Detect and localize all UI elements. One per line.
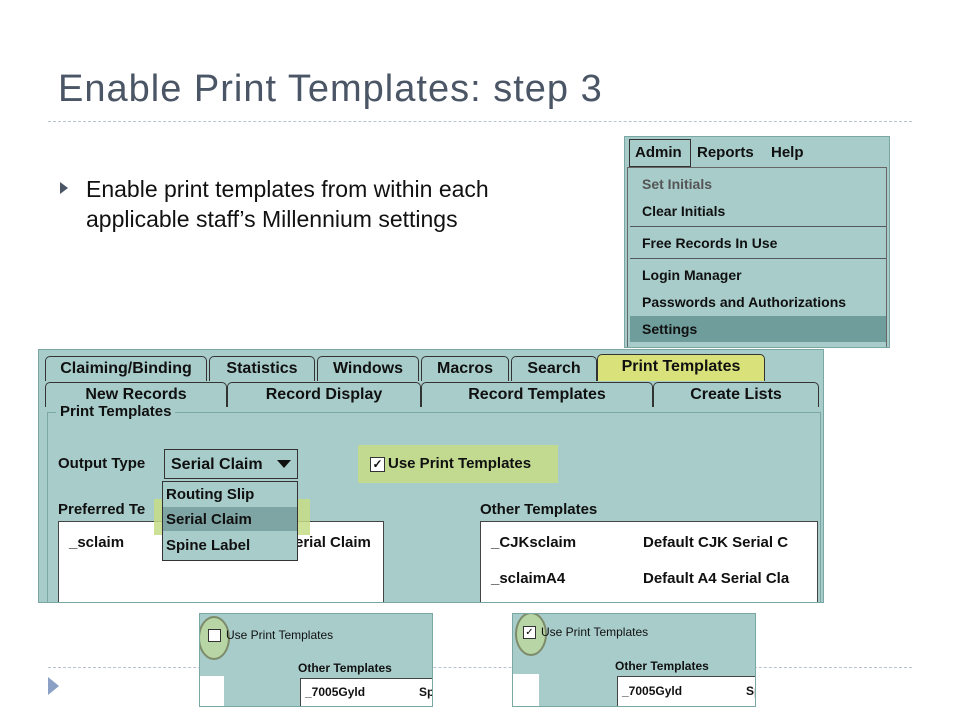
tab-statistics[interactable]: Statistics [209,356,315,381]
footer-divider [48,667,912,668]
option-serial-claim[interactable]: Serial Claim [163,507,297,531]
use-print-templates-checkbox[interactable]: ✓ [523,626,536,639]
output-type-options: Routing Slip Serial Claim Spine Label [162,481,298,561]
group-label: Print Templates [56,403,176,420]
option-spine-label[interactable]: Spine Label [163,533,297,557]
template-name[interactable]: _7005Gyld [305,685,366,699]
template-desc: Sp [746,684,755,698]
use-print-templates-checkbox[interactable] [208,629,221,642]
tab-search[interactable]: Search [511,356,597,381]
settings-panel-screenshot: Claiming/Binding Statistics Windows Macr… [38,349,824,603]
template-name[interactable]: _7005Gyld [622,684,683,698]
other-templates-list[interactable]: _7005Gyld Sp [300,678,433,706]
other-item-name[interactable]: _CJKsclaim [491,534,577,551]
preferred-item-desc: erial Claim [295,534,371,551]
other-templates-list[interactable]: _7005Gyld Sp [617,676,755,706]
cutout [513,674,539,706]
other-item-desc: Default CJK Serial C [643,534,789,551]
checkbox-highlight [358,445,558,483]
admin-menu-highlight [629,139,691,167]
tab-claiming-binding[interactable]: Claiming/Binding [45,356,207,381]
slide-arrow-icon [48,677,59,695]
menu-item-settings[interactable]: Settings [642,321,698,337]
title-divider [48,121,912,122]
preferred-templates-list[interactable]: _sclaim erial Claim [58,521,384,602]
menu-item-login-manager[interactable]: Login Manager [642,267,742,283]
menu-separator [630,258,886,259]
admin-dropdown: Set Initials Clear Initials Free Records… [627,167,887,347]
menu-separator [630,226,886,227]
template-desc: Sp [419,685,433,699]
checkbox-circle-highlight [200,616,230,660]
other-templates-label: Other Templates [615,659,709,673]
output-type-combo[interactable]: Serial Claim [164,449,298,479]
chevron-down-icon [277,460,291,468]
mini-screenshot-checked: ✓ Use Print Templates Other Templates _7… [512,613,756,707]
option-label: Spine Label [166,537,251,554]
tab-create-lists[interactable]: Create Lists [653,382,819,407]
use-print-templates-label: Use Print Templates [541,625,649,639]
menu-admin[interactable]: Admin [635,144,682,161]
checkbox-circle-highlight [515,614,547,656]
option-label: Serial Claim [166,511,252,528]
tab-macros[interactable]: Macros [421,356,509,381]
other-templates-label: Other Templates [480,501,598,518]
mini-screenshot-unchecked: Use Print Templates Other Templates _700… [199,613,433,707]
use-print-templates-label: Use Print Templates [226,628,334,642]
tab-record-templates[interactable]: Record Templates [421,382,653,407]
option-routing-slip[interactable]: Routing Slip [163,482,297,506]
output-type-value: Serial Claim [171,456,263,473]
preferred-item-name[interactable]: _sclaim [69,534,125,551]
menu-item-clear-initials[interactable]: Clear Initials [642,203,726,219]
preferred-templates-label: Preferred Te [58,501,146,518]
tab-windows[interactable]: Windows [317,356,419,381]
other-templates-label: Other Templates [298,661,392,675]
menu-reports[interactable]: Reports [697,144,754,161]
use-print-templates-label: Use Print Templates [388,455,532,472]
tab-record-display[interactable]: Record Display [227,382,421,407]
other-item-name[interactable]: _sclaimA4 [491,570,566,587]
menu-item-passwords[interactable]: Passwords and Authorizations [642,294,847,310]
menu-item-free-records[interactable]: Free Records In Use [642,235,778,251]
menu-item-selected-bg [630,316,886,342]
other-templates-list[interactable]: _CJKsclaim Default CJK Serial C _sclaimA… [480,521,818,602]
menu-help[interactable]: Help [771,144,804,161]
other-item-desc: Default A4 Serial Cla [643,570,790,587]
cutout [200,676,224,706]
output-type-label: Output Type [58,455,146,472]
slide-title: Enable Print Templates: step 3 [58,68,603,110]
tab-new-records[interactable]: New Records [45,382,227,407]
print-templates-group: Print Templates Output Type Serial Claim… [47,403,821,602]
admin-menu-screenshot: Admin Reports Help Set Initials Clear In… [624,136,890,348]
option-label: Routing Slip [166,486,255,503]
menu-item-set-initials[interactable]: Set Initials [642,176,713,192]
menu-bar: Admin Reports Help [625,137,889,167]
use-print-templates-checkbox[interactable]: ✓ [370,457,385,472]
bullet-text: Enable print templates from within each … [86,176,489,232]
bullet-arrow-icon [60,182,68,194]
tab-print-templates[interactable]: Print Templates [597,354,765,381]
